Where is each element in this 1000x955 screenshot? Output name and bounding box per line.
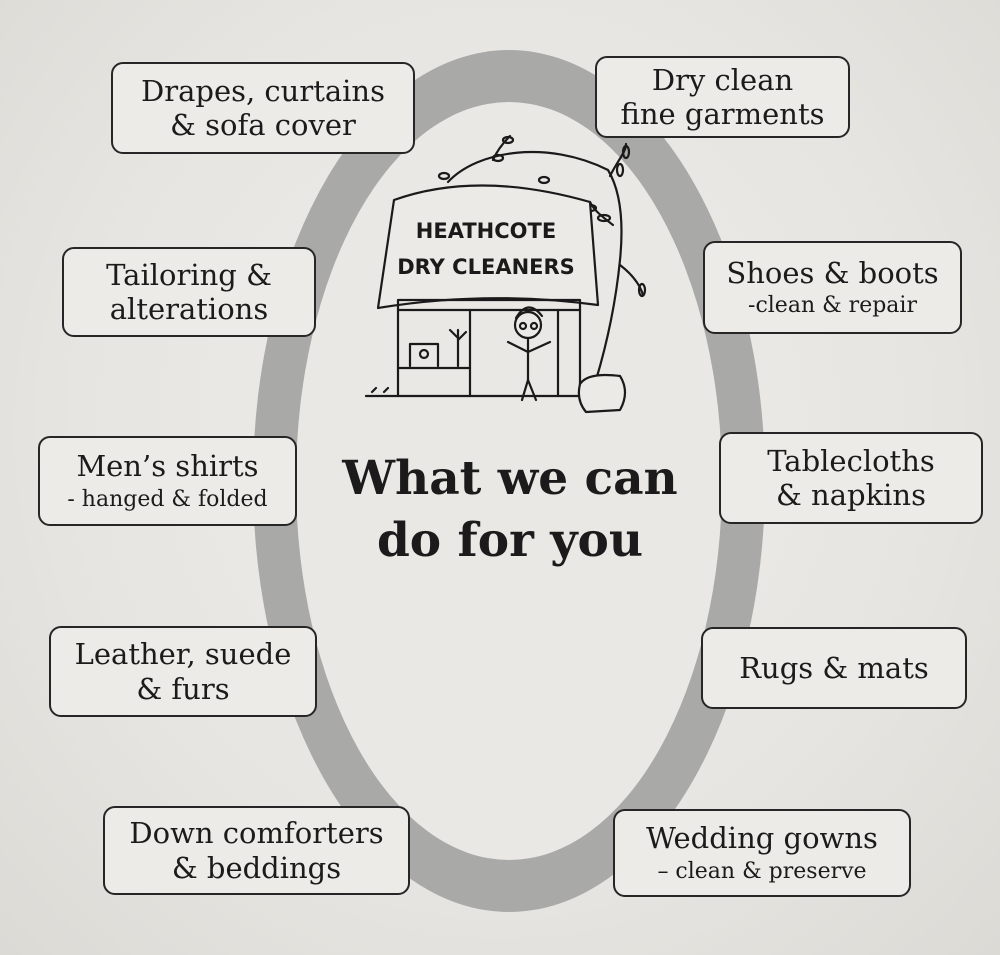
service-rugs-title: Rugs & mats (739, 650, 929, 685)
service-shirts-subtitle: - hanged & folded (67, 486, 268, 512)
service-leather-title: Leather, suede & furs (74, 637, 292, 706)
service-shoes: Shoes & boots -clean & repair (703, 241, 962, 334)
service-tablecloths: Tablecloths & napkins (719, 432, 983, 524)
service-comforters-title: Down comforters & beddings (129, 816, 384, 885)
service-rugs: Rugs & mats (701, 627, 967, 709)
service-tablecloths-title: Tablecloths & napkins (767, 443, 935, 512)
service-shirts-title: Men’s shirts (76, 449, 259, 484)
service-wedding: Wedding gowns – clean & preserve (613, 809, 911, 897)
service-dry-clean: Dry clean fine garments (595, 56, 850, 138)
service-wedding-title: Wedding gowns (646, 821, 878, 856)
logo-line-1: HEATHCOTE (416, 219, 556, 243)
shop-illustration: HEATHCOTE DRY CLEANERS (364, 134, 647, 414)
service-tailoring-title: Tailoring & alterations (106, 257, 272, 326)
logo-line-2: DRY CLEANERS (397, 255, 575, 279)
service-shoes-title: Shoes & boots (726, 255, 939, 290)
headline: What we can do for you (342, 451, 678, 569)
service-shoes-subtitle: -clean & repair (748, 293, 917, 319)
service-shirts: Men’s shirts - hanged & folded (38, 436, 297, 526)
service-comforters: Down comforters & beddings (103, 806, 410, 895)
service-drapes-title: Drapes, curtains & sofa cover (140, 73, 385, 142)
service-tailoring: Tailoring & alterations (62, 247, 316, 337)
service-leather: Leather, suede & furs (49, 626, 317, 717)
service-dry-clean-title: Dry clean fine garments (620, 62, 825, 131)
service-wedding-subtitle: – clean & preserve (657, 858, 867, 884)
service-drapes: Drapes, curtains & sofa cover (111, 62, 415, 154)
